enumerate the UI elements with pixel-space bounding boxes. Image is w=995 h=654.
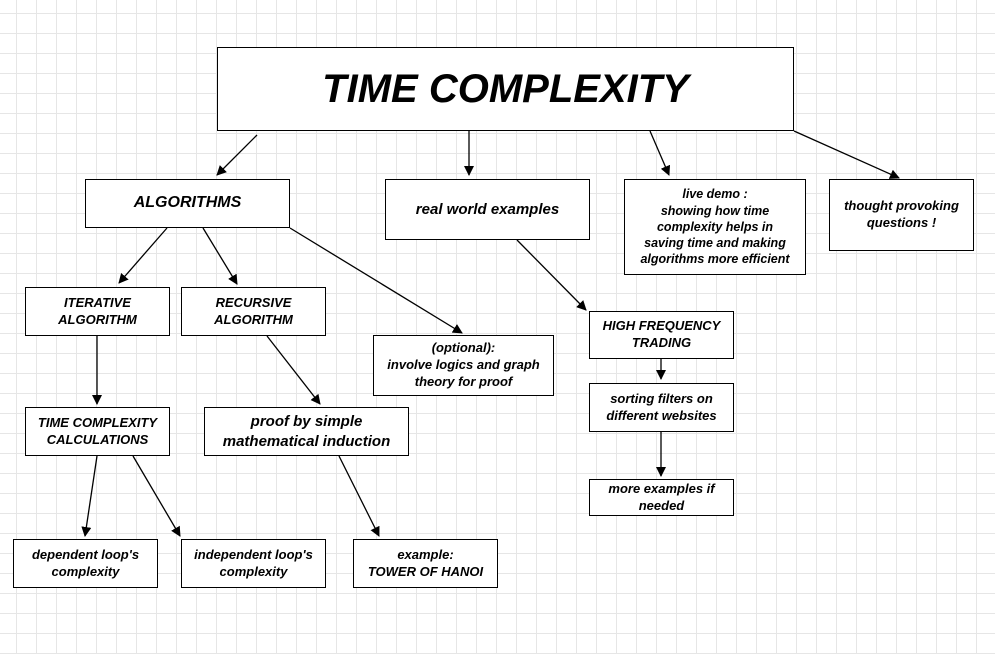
arrow-algorithms-to-recursive-algorithm bbox=[202, 227, 238, 285]
node-real-world-examples: real world examples bbox=[385, 179, 590, 240]
node-high-frequency-trading: HIGH FREQUENCY TRADING bbox=[589, 311, 734, 359]
arrow-real-world-examples-to-high-frequency-trading bbox=[516, 239, 587, 311]
node-more-examples: more examples if needed bbox=[589, 479, 734, 516]
node-tower-of-hanoi: example: TOWER OF HANOI bbox=[353, 539, 498, 588]
arrow-time-complexity-calculations-to-independent-loops bbox=[132, 455, 181, 537]
node-time-complexity-calculations: TIME COMPLEXITY CALCULATIONS bbox=[25, 407, 170, 456]
node-iterative-algorithm: ITERATIVE ALGORITHM bbox=[25, 287, 170, 336]
arrow-algorithms-to-iterative-algorithm bbox=[118, 227, 168, 284]
node-sorting-filters: sorting filters on different websites bbox=[589, 383, 734, 432]
node-proof-induction: proof by simple mathematical induction bbox=[204, 407, 409, 456]
node-independent-loops: independent loop's complexity bbox=[181, 539, 326, 588]
arrow-time-complexity-to-algorithms bbox=[216, 134, 258, 176]
arrow-proof-induction-to-tower-of-hanoi bbox=[338, 455, 380, 537]
node-algorithms: ALGORITHMS bbox=[85, 179, 290, 228]
arrow-recursive-algorithm-to-proof-induction bbox=[266, 335, 321, 405]
node-time-complexity: TIME COMPLEXITY bbox=[217, 47, 794, 131]
arrow-time-complexity-to-live-demo bbox=[649, 130, 671, 176]
node-live-demo: live demo : showing how time complexity … bbox=[624, 179, 806, 275]
node-optional-logics: (optional): involve logics and graph the… bbox=[373, 335, 554, 396]
arrow-time-complexity-calculations-to-dependent-loops bbox=[81, 455, 98, 537]
arrow-time-complexity-to-thought-provoking bbox=[793, 130, 900, 179]
node-thought-provoking: thought provoking questions ! bbox=[829, 179, 974, 251]
node-dependent-loops: dependent loop's complexity bbox=[13, 539, 158, 588]
node-recursive-algorithm: RECURSIVE ALGORITHM bbox=[181, 287, 326, 336]
